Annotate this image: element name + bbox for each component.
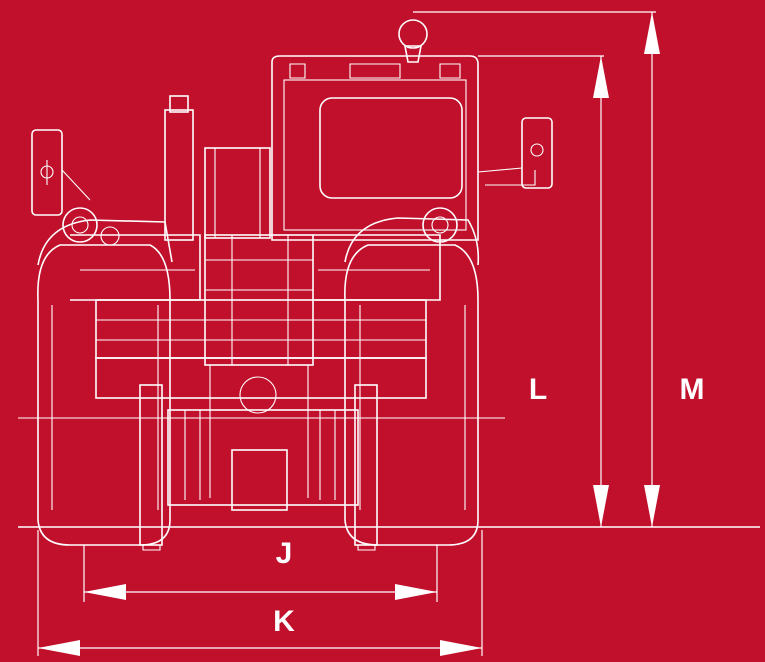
dimension-label-m: M bbox=[680, 373, 705, 406]
dimension-label-k: K bbox=[273, 605, 295, 638]
dimension-label-j: J bbox=[276, 537, 293, 570]
dimension-j bbox=[83, 545, 438, 602]
dimension-k bbox=[37, 530, 483, 656]
dimension-m bbox=[413, 11, 660, 527]
telehandler-outline bbox=[31, 19, 553, 551]
dimension-l bbox=[478, 55, 609, 527]
dimension-label-l: L bbox=[529, 373, 547, 406]
